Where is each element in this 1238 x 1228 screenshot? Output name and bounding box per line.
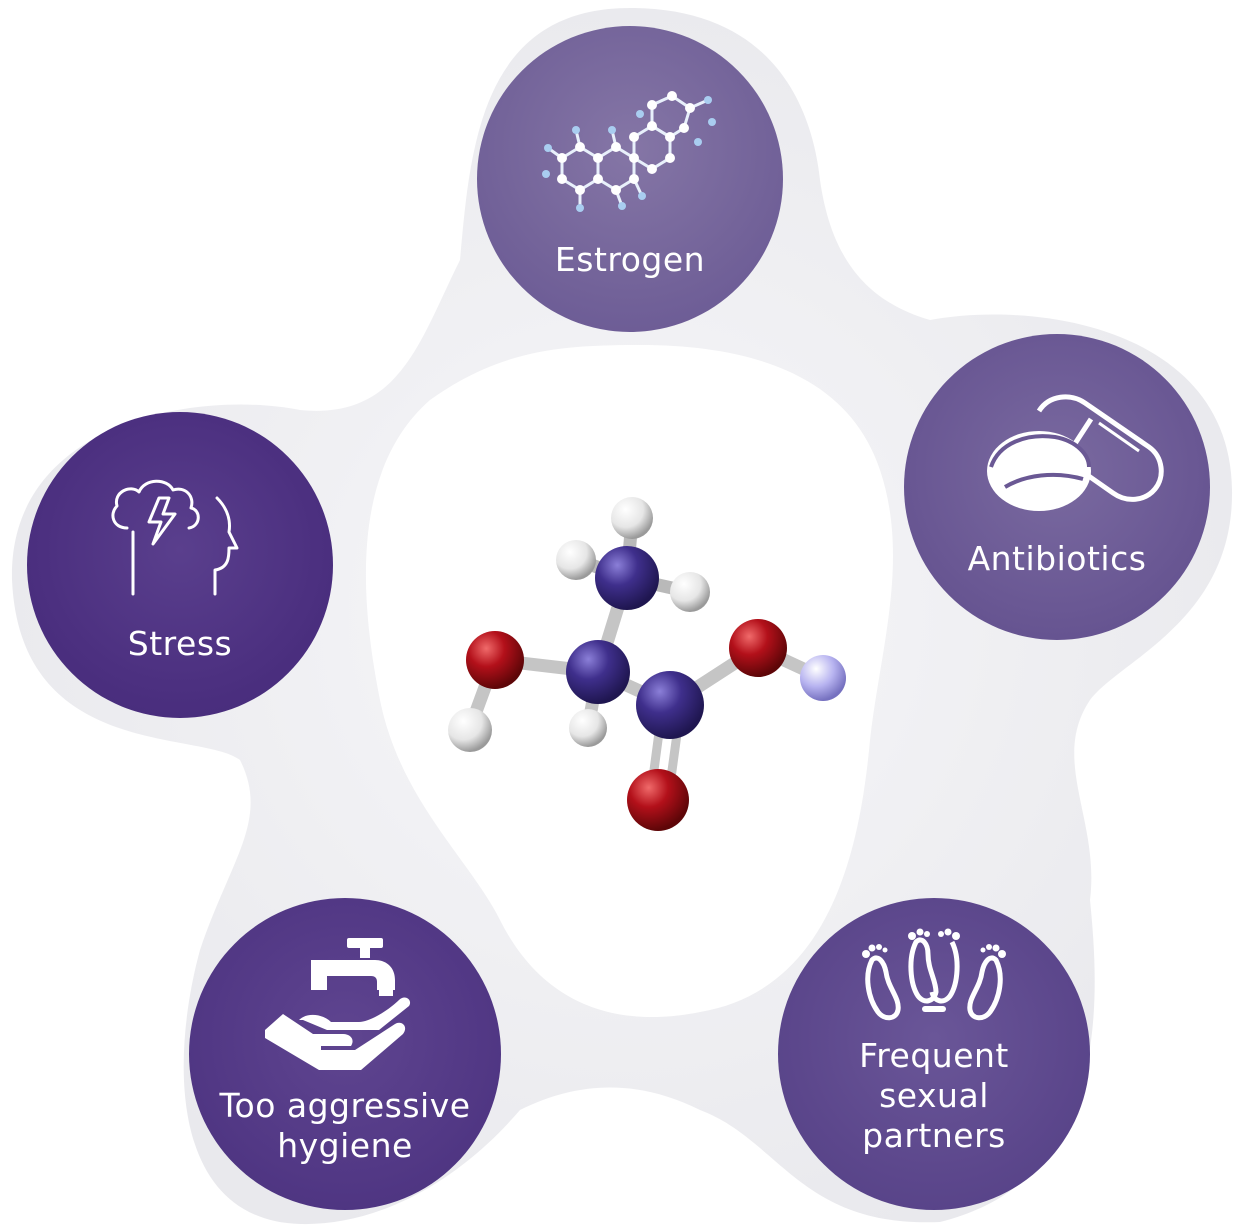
- node-label: Stress: [127, 624, 233, 663]
- node-label: Too aggressive hygiene: [219, 1086, 471, 1165]
- atom-hydrogen: [556, 540, 596, 580]
- node-antibiotics: Antibiotics: [904, 334, 1210, 640]
- tap-hand-icon: [265, 938, 411, 1070]
- molecule-atoms: [448, 497, 846, 831]
- atom-hydrogen-light: [800, 655, 846, 701]
- atom-hydrogen: [448, 708, 492, 752]
- atom-hydrogen: [569, 709, 607, 747]
- node-label: Estrogen: [554, 240, 706, 279]
- atom-hydrogen: [611, 497, 653, 539]
- steroid-molecule-icon: [542, 91, 716, 212]
- atom-hydrogen: [670, 572, 710, 612]
- atom-carbon: [636, 671, 704, 739]
- node-estrogen: Estrogen: [477, 26, 783, 332]
- node-hygiene: Too aggressive hygiene: [189, 898, 501, 1210]
- node-label: Antibiotics: [967, 539, 1147, 578]
- atom-oxygen: [729, 619, 787, 677]
- node-stress: Stress: [27, 412, 333, 718]
- node-label: Frequent sexual partners: [859, 1036, 1009, 1155]
- atom-carbon: [566, 640, 630, 704]
- head-storm-icon: [111, 479, 239, 596]
- atom-nitrogen: [595, 546, 659, 610]
- pills-icon: [987, 394, 1164, 511]
- node-sexual: Frequent sexual partners: [778, 898, 1090, 1210]
- atom-oxygen: [466, 631, 524, 689]
- footprints-icon: [862, 928, 1006, 1021]
- atom-oxygen: [627, 769, 689, 831]
